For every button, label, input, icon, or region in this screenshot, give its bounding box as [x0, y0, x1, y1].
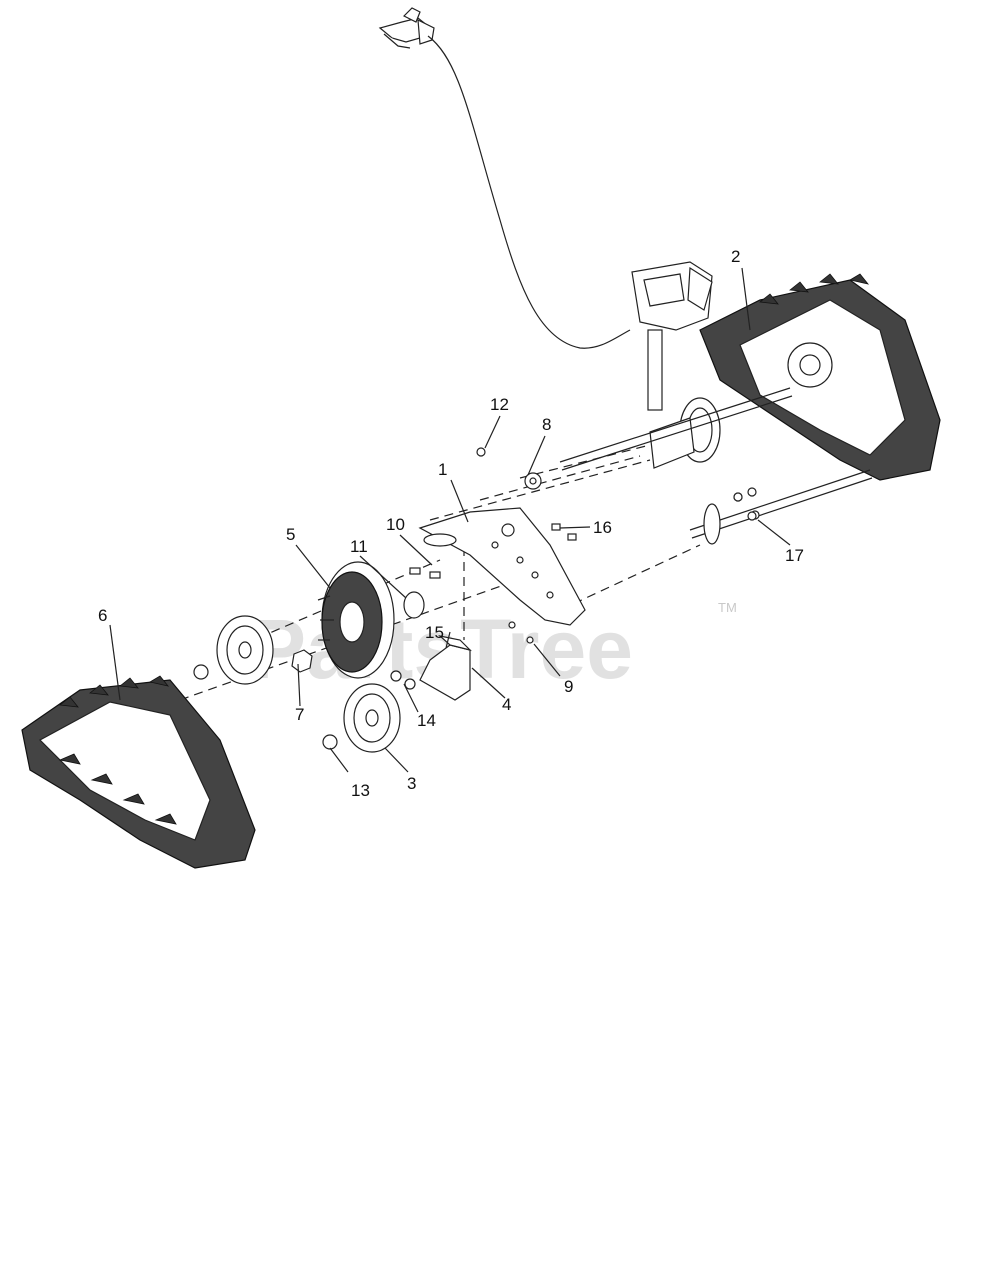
- track-right: [699, 273, 941, 481]
- callout-11: 11: [350, 537, 368, 556]
- callout-15: 15: [425, 623, 444, 642]
- callout-17: 17: [785, 546, 804, 565]
- align-line-d: [559, 544, 701, 611]
- bolt-9: [508, 621, 534, 644]
- callout-4: 4: [502, 695, 511, 714]
- ring-11: [403, 591, 425, 619]
- side-plate: [418, 507, 586, 626]
- callout-10: 10: [386, 515, 405, 534]
- callout-8: 8: [542, 415, 551, 434]
- align-line-b: [479, 455, 641, 501]
- callout-7: 7: [295, 705, 304, 724]
- nut-left: [193, 664, 209, 680]
- drive-bracket-upper: [631, 261, 713, 411]
- washer-8: [524, 472, 542, 490]
- callout-5: 5: [286, 525, 295, 544]
- nut-14: [390, 670, 416, 690]
- callout-1: 1: [438, 460, 447, 479]
- nut-13: [322, 734, 338, 750]
- control-lever-assembly: [378, 7, 435, 49]
- watermark-trademark: TM: [718, 600, 737, 615]
- idler-wheel-upper: [216, 615, 274, 685]
- leader-lines: [109, 267, 791, 773]
- callout-3: 3: [407, 774, 416, 793]
- bolt-10: [409, 567, 441, 579]
- callout-13: 13: [351, 781, 370, 800]
- callout-14: 14: [417, 711, 436, 730]
- bolt-12: [476, 447, 486, 457]
- bolt-16: [551, 523, 577, 541]
- control-cable: [427, 35, 631, 349]
- nut-7: [291, 649, 313, 673]
- idler-wheel-lower: [343, 683, 401, 753]
- drive-wheel: [317, 561, 395, 679]
- callout-2: 2: [731, 247, 740, 266]
- align-line-c: [429, 459, 651, 521]
- mount-bracket: [419, 634, 472, 701]
- callout-16: 16: [593, 518, 612, 537]
- callout-6: 6: [98, 606, 107, 625]
- track-left: [21, 675, 256, 869]
- callout-9: 9: [564, 677, 573, 696]
- callout-12: 12: [490, 395, 509, 414]
- nut-17: [733, 492, 757, 521]
- align-line-a: [519, 444, 651, 479]
